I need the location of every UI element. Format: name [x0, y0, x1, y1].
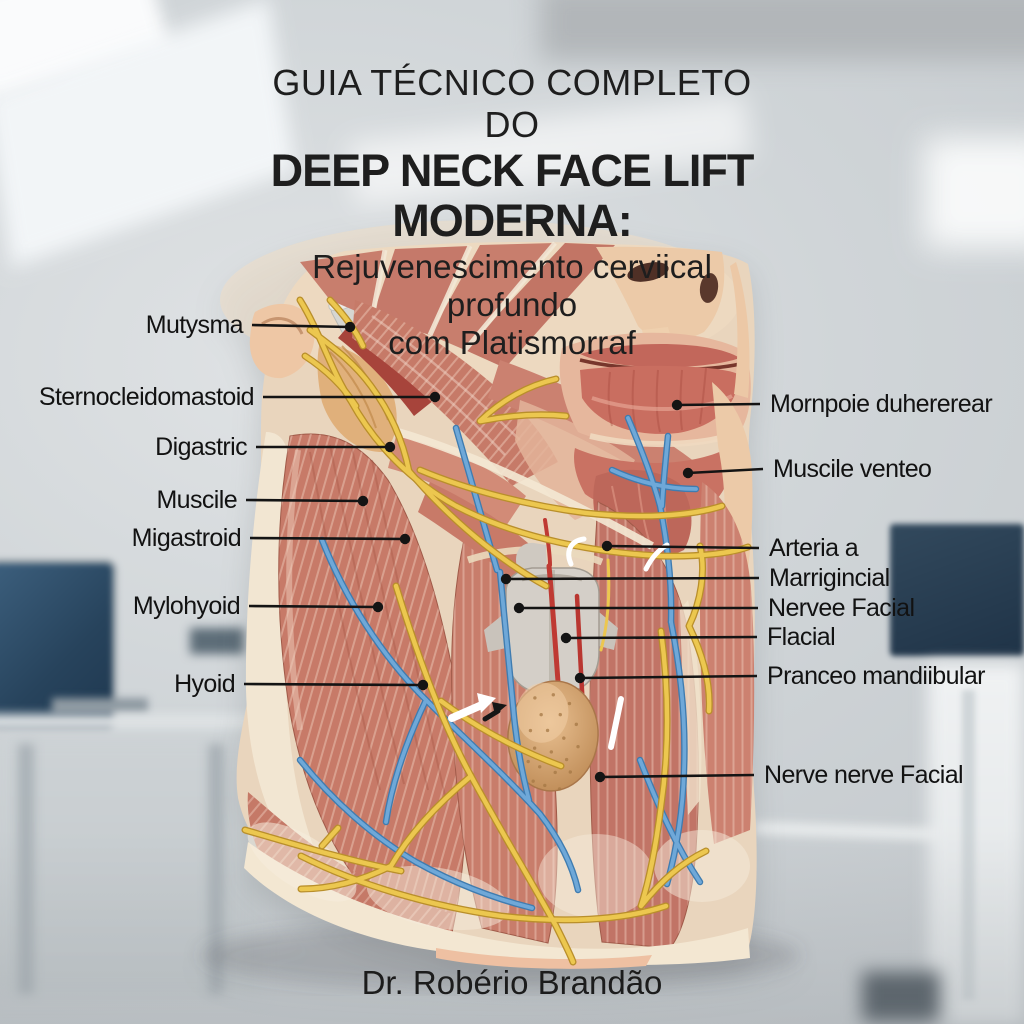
- upper-lip: [580, 343, 740, 368]
- machine-right: [928, 664, 1024, 1024]
- anatomy-label-muscile: Muscile: [156, 486, 237, 514]
- anatomy-label-digastric: Digastric: [155, 433, 247, 461]
- ceiling-shadow: [540, 0, 1024, 60]
- leader-dot: [513, 602, 525, 614]
- retractor-mark: [566, 536, 587, 567]
- leader-dot: [384, 441, 396, 453]
- credit-text: Dr. Robério Brandão: [361, 964, 663, 1001]
- anatomy-label-sternocleidomastoid: Sternocleidomastoid: [38, 383, 255, 411]
- leader-dot: [344, 321, 356, 333]
- lower-lip: [580, 365, 739, 434]
- anatomy-label-marrigincial: Marrigincial: [769, 564, 890, 592]
- anatomy-label-hyoid: Hyoid: [174, 670, 236, 698]
- nostril: [627, 262, 669, 282]
- title-line-1: GUIA TÉCNICO COMPLETO DO: [272, 62, 752, 145]
- leader-line: [248, 604, 379, 609]
- device-small-left: [190, 628, 244, 654]
- submandibular-gland: [507, 680, 599, 792]
- leader-dot: [429, 391, 441, 403]
- title-line-3: Rejuvenescimento cerviical profundo: [312, 248, 712, 323]
- anatomy-label-mutysma: Mutysma: [145, 311, 244, 339]
- leader-line: [245, 498, 364, 503]
- anatomy-label-mylohyoid: Mylohyoid: [132, 592, 241, 620]
- anatomy-label-nerve-nerve-facial: Nerve nerve Facial: [764, 761, 964, 789]
- anatomy-label-mornpoie-duhererear: Mornpoie duhererear: [770, 390, 993, 418]
- leader-line: [606, 544, 760, 550]
- title-line-4: com Platismorraf: [388, 324, 636, 361]
- leader-dot: [601, 540, 613, 552]
- leader-line: [676, 402, 761, 407]
- leader-dot: [560, 632, 572, 644]
- leader-line: [243, 682, 424, 687]
- anatomy-label-migastroid: Migastroid: [131, 524, 242, 552]
- iv-pole-right: [962, 690, 975, 1000]
- keyboard-left: [52, 698, 148, 713]
- leader-dot: [594, 771, 606, 783]
- title-block: GUIA TÉCNICO COMPLETO DO DEEP NECK FACE …: [256, 62, 768, 362]
- leader-line: [579, 674, 758, 680]
- cart-leg: [208, 744, 224, 994]
- nose: [596, 246, 725, 341]
- mylohyoid-muscle: [418, 482, 542, 582]
- desk-left: [0, 714, 298, 730]
- leader-line: [565, 635, 758, 640]
- leader-line: [687, 467, 764, 475]
- leader-dot: [500, 573, 512, 585]
- anatomy-label-pranceo-mandiibular: Pranceo mandiibular: [767, 662, 986, 690]
- leader-line: [251, 323, 351, 329]
- anatomy-label-flacial: Flacial: [767, 623, 836, 651]
- leader-line: [599, 773, 755, 779]
- anatomy-label-muscile-venteo: Muscile venteo: [773, 455, 932, 483]
- leader-dot: [671, 399, 683, 411]
- white-arrow-icon: [448, 693, 496, 722]
- machine-foot-right: [862, 972, 940, 1022]
- title-line-2: DEEP NECK FACE LIFT MODERNA:: [270, 145, 755, 246]
- leader-dot: [574, 672, 586, 684]
- leader-dot: [682, 467, 694, 479]
- leader-dot: [399, 533, 411, 545]
- leader-line: [249, 536, 406, 541]
- nostril: [699, 273, 719, 303]
- jawline: [396, 428, 654, 550]
- leader-dot: [357, 495, 369, 507]
- anatomy-label-arteria-a: Arteria a: [769, 534, 859, 562]
- cart-leg: [18, 744, 34, 994]
- leader-dot: [417, 679, 429, 691]
- leader-dot: [372, 601, 384, 613]
- leader-line: [505, 576, 760, 581]
- black-arrow-icon: [482, 702, 507, 722]
- anatomy-label-nervee-facial: Nervee Facial: [768, 594, 915, 622]
- white-line-mark: [608, 696, 624, 750]
- wall-highlight: [924, 138, 1024, 248]
- monitor-right: [890, 524, 1024, 656]
- clavicle-band: [244, 842, 750, 965]
